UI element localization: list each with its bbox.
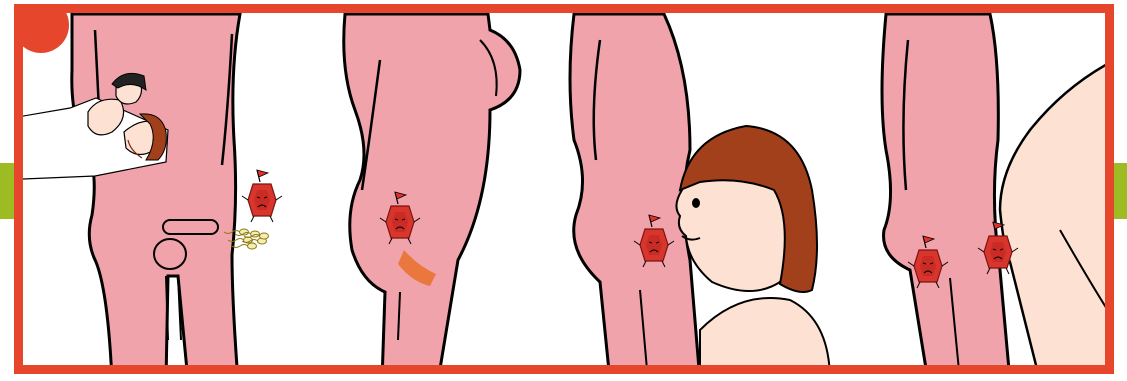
face-figure (676, 126, 830, 374)
panel-anal-partner (882, 14, 1114, 374)
illustration-scene (14, 4, 1114, 374)
green-tab-right (1114, 163, 1127, 219)
panel-vaginal (14, 14, 282, 374)
no-entry-bar (14, 4, 47, 11)
panel-anal (344, 14, 520, 374)
illustration-frame (14, 4, 1114, 374)
germ-icon (242, 170, 282, 222)
penis-shape (163, 220, 218, 234)
panel-oral (570, 14, 830, 374)
